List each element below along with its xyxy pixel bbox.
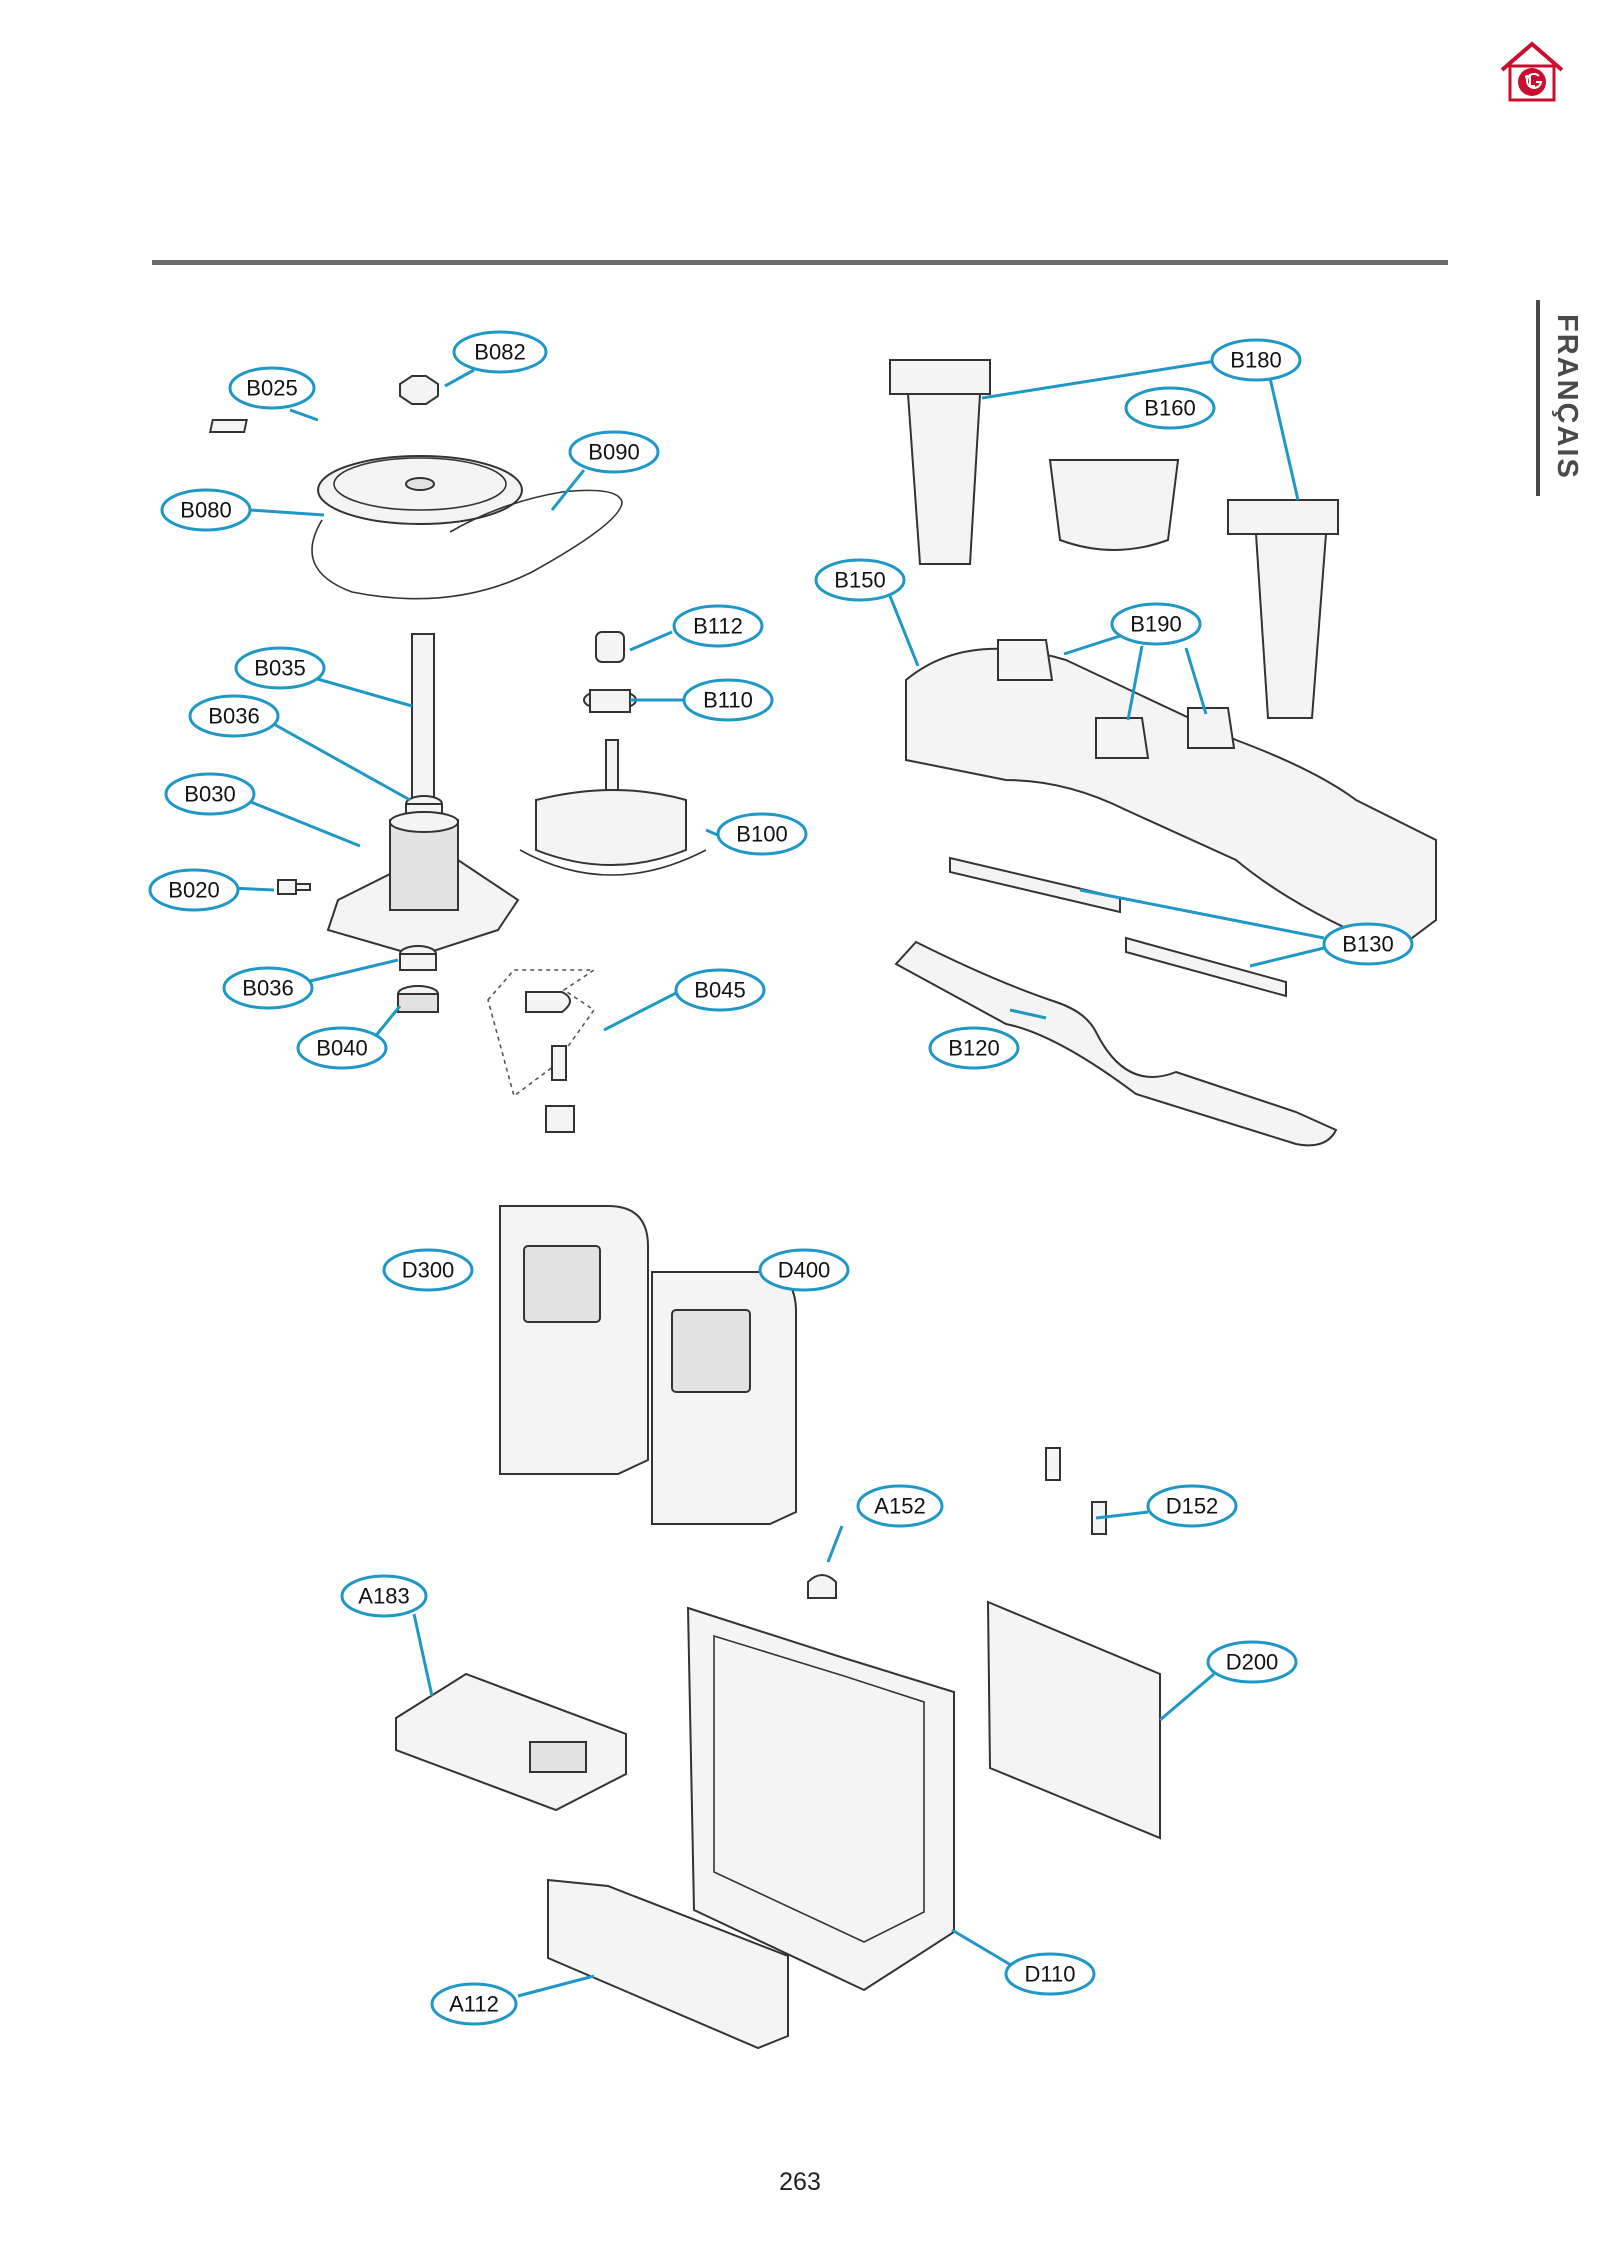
callout-label: B190	[1130, 612, 1181, 637]
callout-D400: D400	[758, 1248, 850, 1292]
callout-B112: B112	[672, 604, 764, 648]
language-tab-bar	[1536, 300, 1540, 496]
callout-label: B040	[316, 1036, 367, 1061]
callout-B036: B036	[188, 694, 280, 738]
drive-assembly-drawing	[208, 375, 707, 1133]
callout-B150: B150	[814, 558, 906, 602]
callout-B020: B020	[148, 868, 240, 912]
lg-home-logo-icon	[1496, 36, 1568, 108]
callout-label: B130	[1342, 932, 1393, 957]
callout-B090: B090	[568, 430, 660, 474]
callout-label: A183	[358, 1584, 409, 1609]
callout-label: B025	[246, 376, 297, 401]
callout-label: B180	[1230, 348, 1281, 373]
callout-label: B036	[208, 704, 259, 729]
callout-D152: D152	[1146, 1484, 1238, 1528]
leader-lines	[229, 358, 1325, 1998]
callout-B030: B030	[164, 772, 256, 816]
callout-B080: B080	[160, 488, 252, 532]
callout-A183: A183	[340, 1574, 428, 1618]
callout-B130: B130	[1322, 922, 1414, 966]
callout-label: B036	[242, 976, 293, 1001]
callout-B190: B190	[1110, 602, 1202, 646]
callout-D300: D300	[382, 1248, 474, 1292]
callout-label: B045	[694, 978, 745, 1003]
callout-B160: B160	[1124, 386, 1216, 430]
callout-label: B090	[588, 440, 639, 465]
callout-label: B030	[184, 782, 235, 807]
callout-label: A152	[874, 1494, 925, 1519]
callout-label: D200	[1226, 1650, 1279, 1675]
callout-B025: B025	[228, 366, 316, 410]
callout-B036-lower: B036	[222, 966, 314, 1010]
page-number: 263	[779, 2168, 821, 2196]
language-tab: FRANÇAIS	[1536, 300, 1596, 496]
callout-B120: B120	[928, 1026, 1020, 1070]
callout-label: B082	[474, 340, 525, 365]
callout-B082: B082	[452, 330, 548, 374]
callout-label: B112	[693, 614, 743, 639]
callout-label: B150	[834, 568, 885, 593]
callout-label: A112	[449, 1992, 499, 2017]
callout-label: D300	[402, 1258, 455, 1283]
callout-label: B110	[703, 688, 753, 713]
callout-label: B080	[180, 498, 231, 523]
callout-B045: B045	[674, 968, 766, 1012]
callout-label: B035	[254, 656, 305, 681]
panel-assembly-drawing	[395, 1205, 1161, 2050]
callout-A112: A112	[430, 1982, 518, 2026]
callout-B040: B040	[296, 1026, 388, 1070]
callout-label: D152	[1166, 1494, 1219, 1519]
callout-B180: B180	[1210, 338, 1302, 382]
language-label: FRANÇAIS	[1551, 314, 1583, 480]
header-rule	[152, 260, 1448, 265]
callout-B100: B100	[716, 812, 808, 856]
callout-label: B120	[948, 1036, 999, 1061]
callout-B035: B035	[234, 646, 326, 690]
callout-label: B020	[168, 878, 219, 903]
callout-D110: D110	[1004, 1952, 1096, 1996]
callout-B110: B110	[682, 678, 774, 722]
callout-label: D400	[778, 1258, 831, 1283]
callout-A152: A152	[856, 1484, 944, 1528]
callout-label: D110	[1025, 1962, 1076, 1987]
callout-D200: D200	[1206, 1640, 1298, 1684]
callout-label: B100	[736, 822, 787, 847]
callout-label: B160	[1144, 396, 1195, 421]
tub-support-drawing	[889, 359, 1437, 1147]
